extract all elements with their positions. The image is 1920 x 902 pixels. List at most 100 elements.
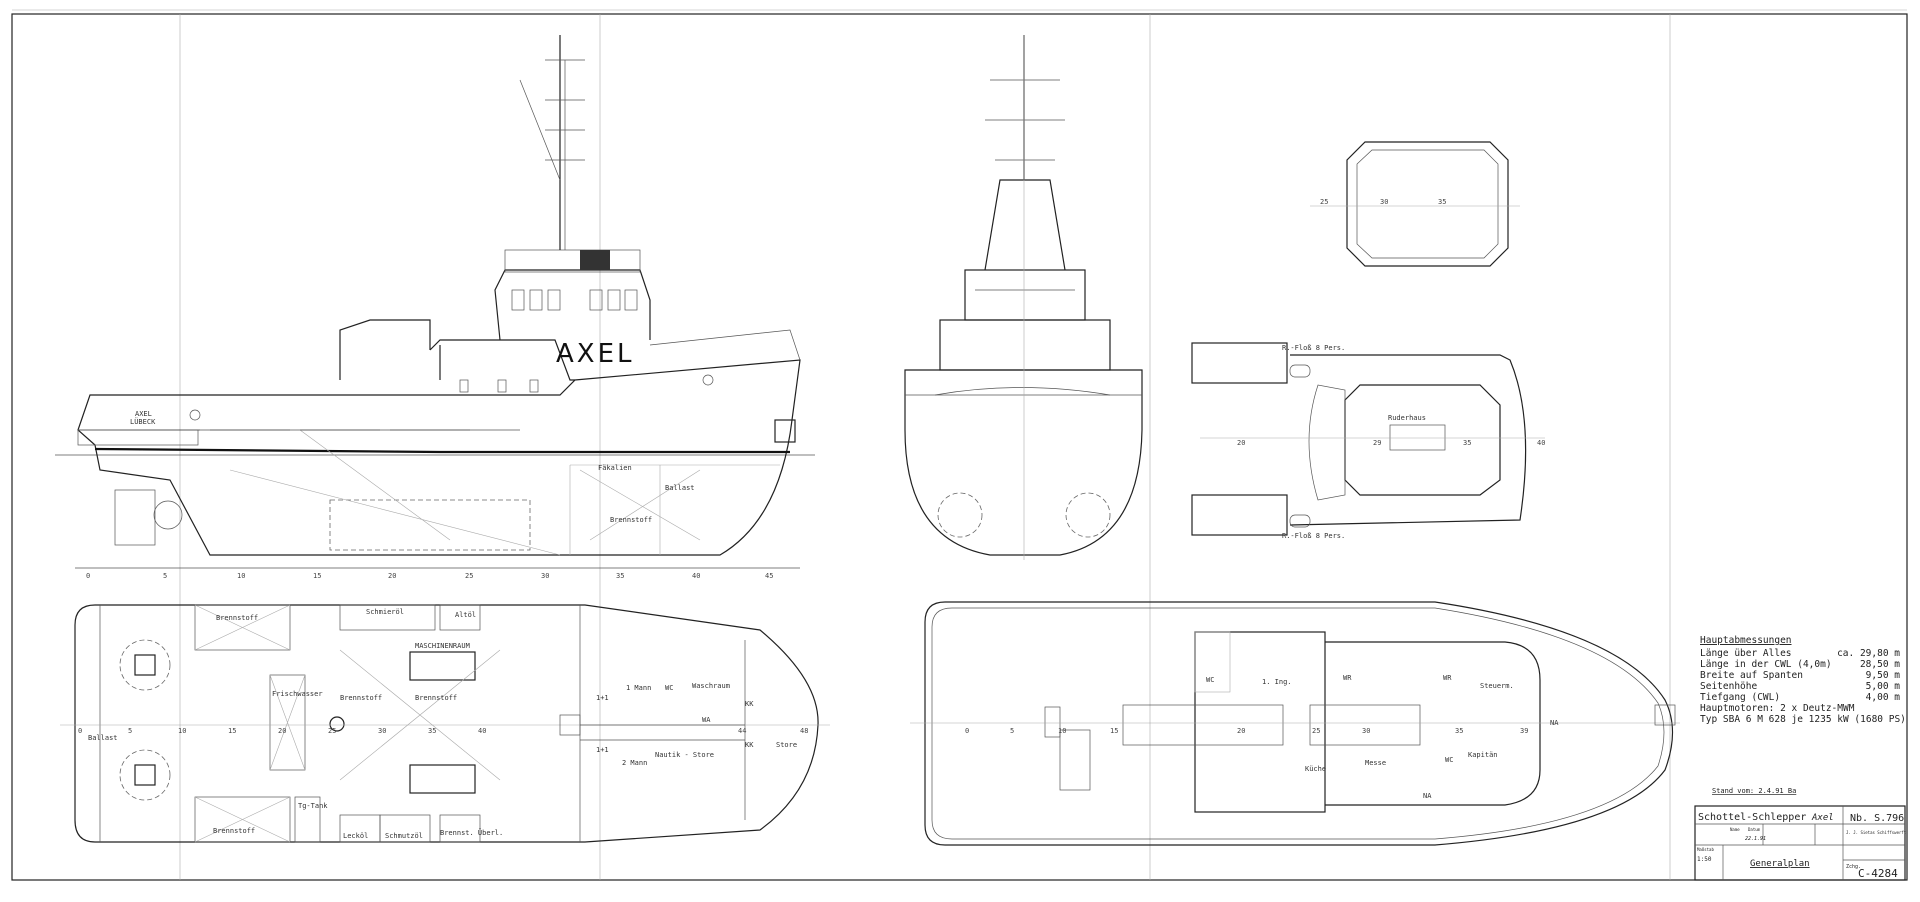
frame-tick: 40 — [692, 572, 700, 580]
label-1-mann: 1 Mann — [626, 684, 651, 692]
drawn-date: 22.1.91 — [1745, 836, 1766, 842]
wheelhouse-top-plan: 25 30 35 — [1310, 141, 1520, 267]
dimension-label: Länge über Alles — [1700, 648, 1792, 659]
label-brennstoff: Brennstoff — [610, 516, 652, 524]
frame-tick: 10 — [1058, 727, 1066, 735]
label-schmieroel: Schmieröl — [366, 608, 404, 616]
label-kueche: Küche — [1305, 765, 1326, 773]
label-wr: WR — [1443, 674, 1452, 682]
frame-tick: 30 — [1380, 198, 1388, 206]
label-tg-tank: Tg-Tank — [298, 802, 328, 810]
label-schmutzoel: Schmutzöl — [385, 832, 423, 840]
frame-tick: 30 — [378, 727, 386, 735]
frame-tick: 20 — [278, 727, 286, 735]
date-header: Datum — [1748, 827, 1761, 832]
label-altoel: Altöl — [455, 611, 476, 619]
profile-frame-scale: 0 5 10 15 20 25 30 35 40 45 — [86, 572, 773, 580]
name-header: Name — [1730, 827, 1740, 832]
revision-stand: Stand vom: 2.4.91 Ba — [1712, 787, 1796, 795]
frame-tick: 35 — [616, 572, 624, 580]
frame-tick: 30 — [1362, 727, 1370, 735]
scale-value: 1:50 — [1697, 856, 1712, 863]
label-kapitaen: Kapitän — [1468, 751, 1498, 759]
frame-tick: 35 — [1463, 439, 1471, 447]
side-profile-view: AXEL AXEL LÜBECK Fäkalien Ballast Brenns… — [55, 35, 815, 580]
label-wr: WR — [1343, 674, 1352, 682]
frame-tick: 30 — [541, 572, 549, 580]
label-steuermann: Steuerm. — [1480, 682, 1514, 690]
frame-tick: 25 — [1312, 727, 1320, 735]
main-deck-plan: Ballast Brennstoff Schmieröl Altöl MASCH… — [60, 604, 830, 843]
company-name: J. J. Sietas Schiffswerft — [1846, 830, 1907, 835]
label-kk: KK — [745, 700, 754, 708]
title-block: Schottel-Schlepper Axel Nb. S.796 Name D… — [1694, 805, 1907, 881]
label-messe: Messe — [1365, 759, 1386, 767]
front-view — [904, 35, 1143, 560]
frame-tick: 25 — [1320, 198, 1328, 206]
label-na: NA — [1423, 792, 1432, 800]
drawing-border — [11, 13, 1908, 881]
label-1-ing: 1. Ing. — [1262, 678, 1292, 686]
label-na: NA — [1550, 719, 1559, 727]
frame-tick: 15 — [313, 572, 321, 580]
title-subject-suffix: Axel — [1811, 813, 1834, 823]
label-store: Store — [776, 741, 797, 749]
frame-tick: 10 — [178, 727, 186, 735]
frame-tick: 45 — [765, 572, 773, 580]
dimension-label: Seitenhöhe — [1700, 681, 1757, 692]
frame-tick: 5 — [1010, 727, 1014, 735]
liferaft-top-label: R.-Floß 8 Pers. — [1282, 344, 1345, 352]
frame-tick: 20 — [1237, 727, 1245, 735]
home-port: LÜBECK — [130, 417, 156, 426]
dimensions-title: Hauptabmessungen — [1700, 635, 1792, 646]
frame-tick: 25 — [328, 727, 336, 735]
label-bed: 1+1 — [596, 746, 609, 754]
drawing-number-label: Zchg. — [1846, 864, 1861, 870]
frame-tick: 48 — [800, 727, 808, 735]
frame-tick: 44 — [738, 727, 746, 735]
label-brennstoff-ueberlauf: Brennst. Überl. — [440, 828, 503, 837]
frame-tick: 10 — [237, 572, 245, 580]
scale-label: Maßstab — [1697, 847, 1714, 852]
ship-name-on-hull: AXEL — [556, 339, 635, 369]
stern-name: AXEL — [135, 410, 152, 418]
label-wc: WC — [665, 684, 673, 692]
label-ballast: Ballast — [665, 484, 695, 492]
label-ballast: Ballast — [88, 734, 118, 742]
drawing-number: C-4284 — [1858, 867, 1898, 880]
title-subject: Schottel-Schlepper — [1698, 812, 1806, 823]
label-wc: WC — [1445, 756, 1453, 764]
label-leckoel: Lecköl — [343, 832, 368, 840]
label-kk: KK — [745, 741, 754, 749]
frame-tick: 29 — [1373, 439, 1381, 447]
label-nautik-store: Nautik - Store — [655, 751, 714, 759]
dimension-label: Breite auf Spanten — [1700, 670, 1803, 681]
dimension-value: 9,50 m — [1866, 670, 1901, 681]
dimension-value: ca. 29,80 m — [1837, 648, 1900, 659]
engines-type-line: Typ SBA 6 M 628 je 1235 kW (1680 PS) — [1700, 714, 1906, 725]
frame-tick: 0 — [965, 727, 969, 735]
frame-tick: 15 — [1110, 727, 1118, 735]
frame-tick: 15 — [228, 727, 236, 735]
frame-tick: 40 — [478, 727, 486, 735]
drawing-title: Generalplan — [1750, 859, 1810, 869]
main-dimensions-table: Hauptabmessungen Länge über Alles ca. 29… — [1700, 635, 1906, 725]
label-bed: 1+1 — [596, 694, 609, 702]
frame-tick: 39 — [1520, 727, 1528, 735]
frame-tick: 0 — [86, 572, 90, 580]
frame-tick: 35 — [1438, 198, 1446, 206]
label-wc: WC — [1206, 676, 1214, 684]
label-wa: WA — [702, 716, 711, 724]
build-number: Nb. S.796 — [1850, 813, 1904, 824]
dimension-value: 5,00 m — [1866, 681, 1901, 692]
label-brennstoff: Brennstoff — [216, 614, 258, 622]
label-brennstoff: Brennstoff — [340, 694, 382, 702]
frame-tick: 20 — [388, 572, 396, 580]
frame-tick: 20 — [1237, 439, 1245, 447]
upper-deck-plan: WC 1. Ing. WR WR Steuerm. Küche Messe WC… — [910, 601, 1680, 846]
label-brennstoff: Brennstoff — [415, 694, 457, 702]
label-2-mann: 2 Mann — [622, 759, 647, 767]
label-faekalien: Fäkalien — [598, 464, 632, 472]
label-maschinenraum: MASCHINENRAUM — [415, 642, 470, 650]
